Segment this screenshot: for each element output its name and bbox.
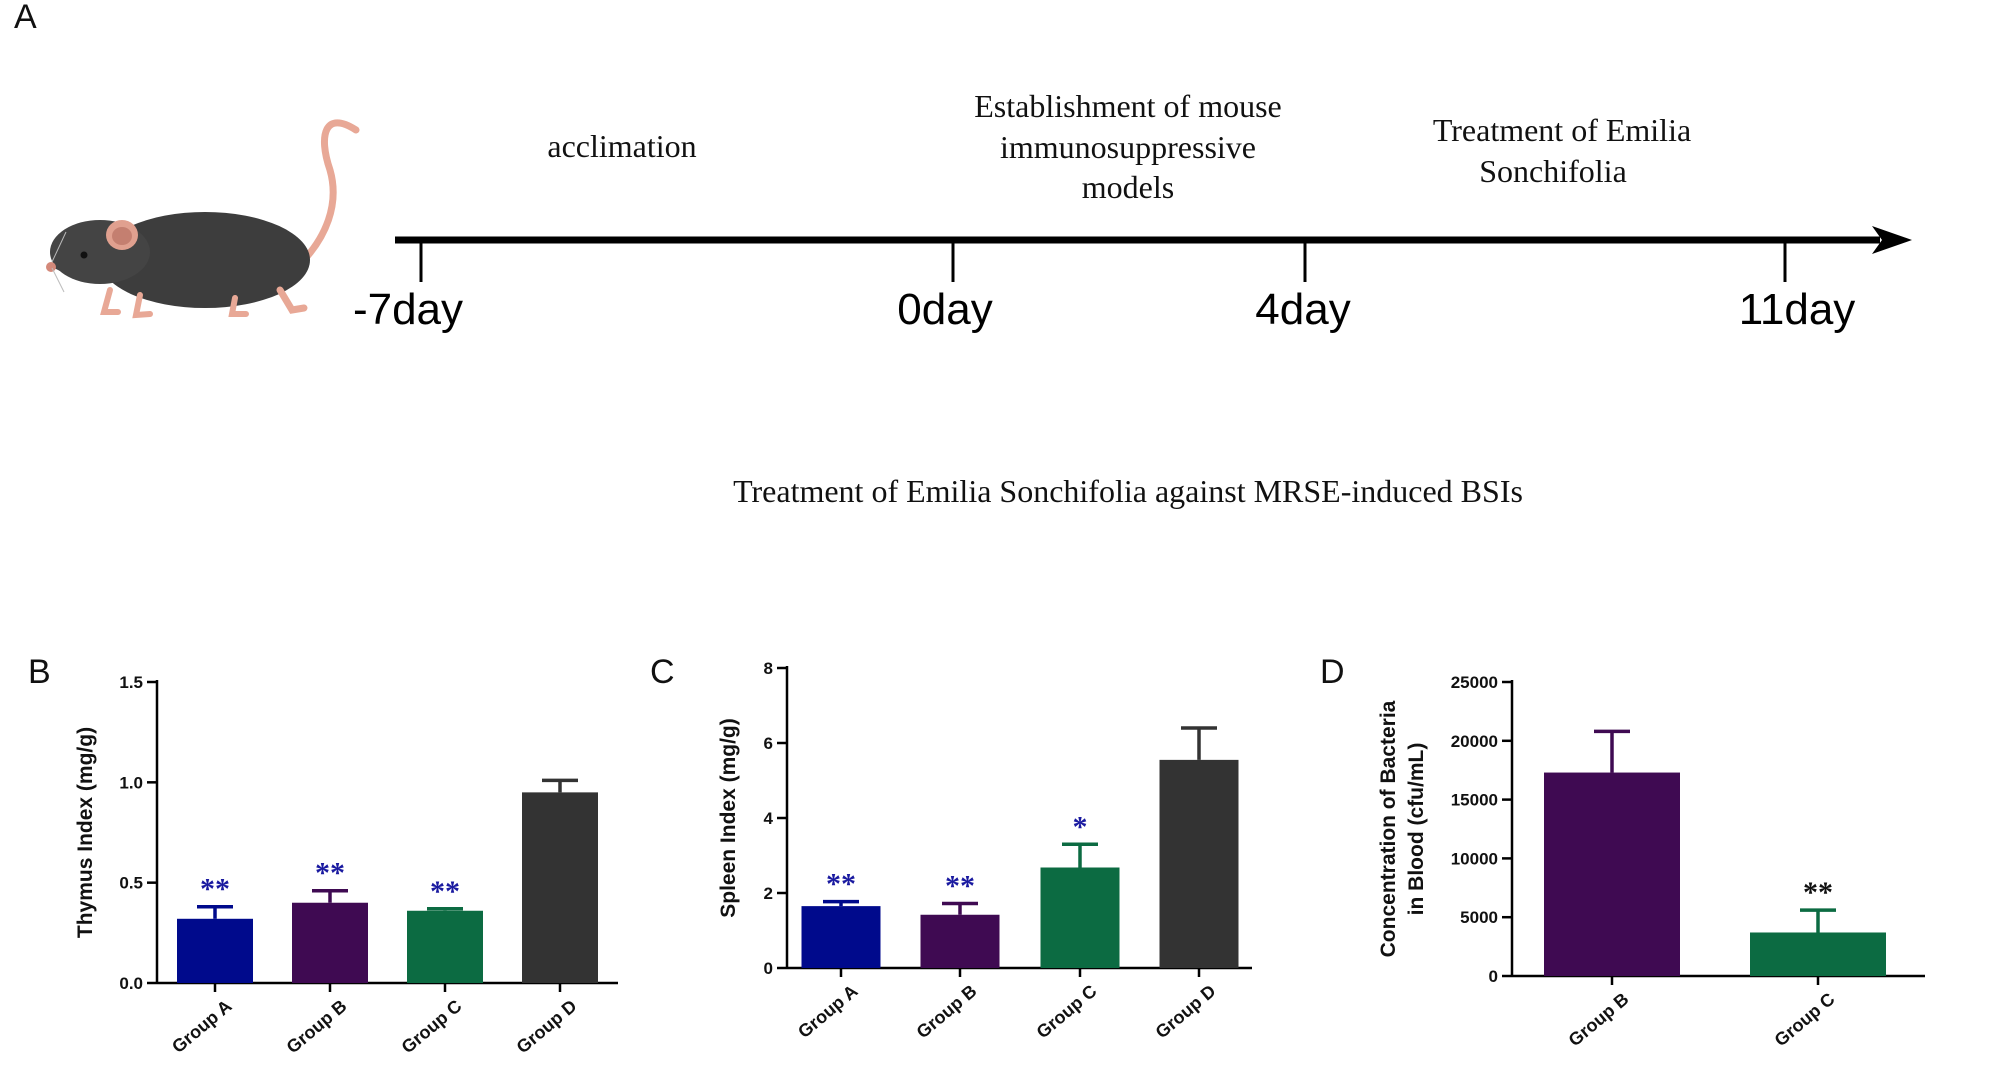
phase-label: models (1082, 169, 1174, 205)
significance-marker: ** (1803, 876, 1833, 909)
y-tick-label: 10000 (1451, 849, 1498, 868)
timeline-arrowhead (1872, 226, 1912, 254)
x-category-label: Group B (913, 981, 981, 1043)
significance-marker: ** (826, 868, 856, 901)
timeline-caption: Treatment of Emilia Sonchifolia against … (733, 473, 1523, 509)
panel-label-b: B (28, 653, 51, 691)
y-tick-label: 4 (764, 809, 774, 828)
bar (177, 918, 253, 983)
x-category-label: Group A (794, 981, 861, 1042)
panel-label-d: D (1320, 653, 1345, 691)
day-label: 11day (1739, 285, 1856, 334)
x-category-label: Group A (168, 996, 235, 1057)
y-axis-title: Concentration of Bacteria (1377, 700, 1400, 957)
bar (522, 792, 598, 983)
y-tick-label: 6 (764, 734, 773, 753)
significance-marker: ** (315, 857, 345, 890)
phase-label: acclimation (547, 128, 696, 164)
x-category-label: Group B (283, 996, 351, 1058)
phase-label: immunosuppressive (1000, 129, 1256, 165)
y-tick-label: 0.0 (119, 974, 143, 993)
y-axis-title: in Blood (cfu/mL) (1405, 743, 1428, 916)
x-category-label: Group C (398, 996, 466, 1058)
bar (1159, 759, 1239, 968)
y-tick-label: 8 (764, 659, 773, 678)
y-tick-label: 20000 (1451, 732, 1498, 751)
y-tick-label: 0 (1489, 967, 1498, 986)
day-label: -7day (353, 285, 463, 334)
y-tick-label: 25000 (1451, 673, 1498, 692)
bar (1040, 867, 1120, 968)
significance-marker: ** (430, 875, 460, 908)
y-tick-label: 15000 (1451, 791, 1498, 810)
day-label: 4day (1255, 285, 1350, 334)
phase-label: Treatment of Emilia (1433, 112, 1691, 148)
y-tick-label: 2 (764, 884, 773, 903)
y-tick-label: 0 (764, 959, 773, 978)
y-axis-title: Spleen Index (mg/g) (717, 718, 740, 918)
day-label: 0day (897, 285, 992, 334)
chart-bacteria-concentration: D 0 5000 10000 15000 20000 25000Concentration… (1320, 653, 1925, 1050)
x-category-label: Group D (513, 996, 581, 1058)
bar (920, 914, 1000, 968)
y-tick-label: 1.5 (119, 673, 143, 692)
y-tick-label: 1.0 (119, 773, 143, 792)
phase-label: Establishment of mouse (974, 88, 1282, 124)
y-tick-label: 5000 (1460, 908, 1498, 927)
x-category-label: Group C (1033, 981, 1101, 1043)
significance-marker: ** (945, 870, 975, 903)
y-axis-title: Thymus Index (mg/g) (74, 727, 97, 938)
x-category-label: Group C (1771, 989, 1839, 1051)
bar (292, 902, 368, 983)
significance-marker: ** (200, 873, 230, 906)
panel-a: A -7day 0day 4day 11day accl (14, 0, 1912, 509)
bar (1750, 932, 1886, 976)
x-category-label: Group B (1565, 989, 1633, 1051)
significance-marker: * (1073, 810, 1088, 843)
x-category-label: Group D (1152, 981, 1220, 1043)
bar (801, 906, 881, 968)
panel-label-a: A (14, 0, 37, 36)
panel-label-c: C (650, 653, 675, 691)
y-tick-label: 0.5 (119, 874, 143, 893)
mouse-icon (46, 119, 360, 319)
bar (407, 910, 483, 983)
bar (1544, 772, 1680, 976)
phase-label: Sonchifolia (1479, 153, 1627, 189)
